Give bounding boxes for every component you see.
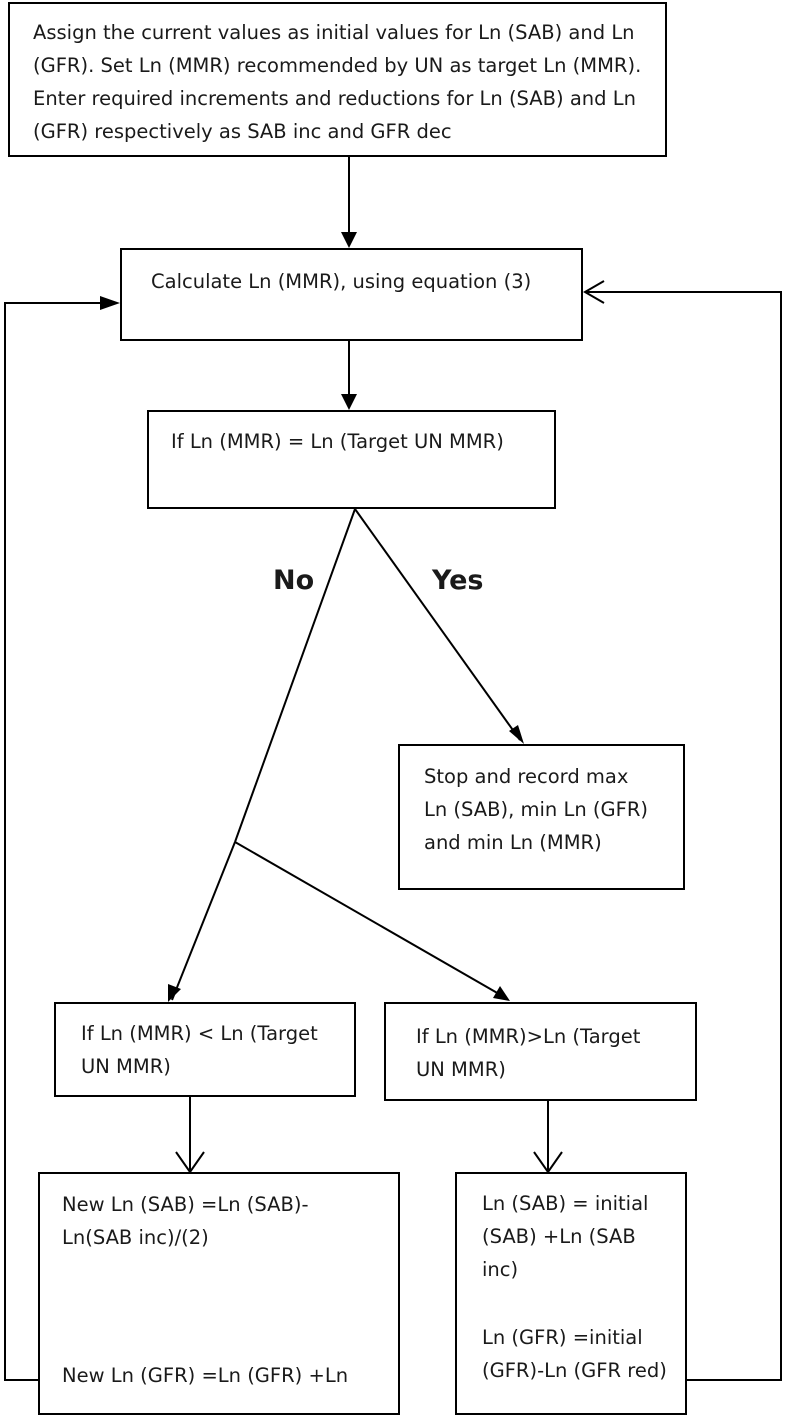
init-box: Assign the current values as initial val… (8, 2, 667, 157)
init-text: Assign the current values as initial val… (33, 21, 642, 143)
left-update-sab-text: New Ln (SAB) =Ln (SAB)- Ln(SAB inc)/(2) (62, 1193, 309, 1249)
no-label: No (273, 565, 315, 596)
stop-text: Stop and record max Ln (SAB), min Ln (GF… (424, 765, 648, 854)
line-check-to-branch (234, 508, 356, 843)
arrow-branch-to-greater (234, 841, 507, 999)
arrow-check-to-stop (354, 508, 521, 741)
left-update-box: New Ln (SAB) =Ln (SAB)- Ln(SAB inc)/(2) … (38, 1172, 400, 1415)
right-update-box: Ln (SAB) = initial (SAB) +Ln (SAB inc) L… (455, 1172, 687, 1415)
arrow-branch-to-less (171, 841, 236, 1001)
loop-left-to-calculate (4, 302, 116, 1381)
yes-label: Yes (432, 565, 484, 596)
loop-right-to-calculate (587, 291, 782, 1381)
less-than-text: If Ln (MMR) < Ln (Target UN MMR) (81, 1022, 318, 1078)
stop-box: Stop and record max Ln (SAB), min Ln (GF… (398, 744, 685, 890)
greater-than-box: If Ln (MMR)>Ln (Target UN MMR) (384, 1002, 697, 1101)
left-update-gfr-text: New Ln (GFR) =Ln (GFR) +Ln (62, 1364, 349, 1387)
greater-than-text: If Ln (MMR)>Ln (Target UN MMR) (416, 1025, 641, 1081)
less-than-box: If Ln (MMR) < Ln (Target UN MMR) (54, 1002, 356, 1097)
calculate-box: Calculate Ln (MMR), using equation (3) (120, 248, 583, 341)
right-update-gfr-text: Ln (GFR) =initial (GFR)-Ln (GFR red) (482, 1326, 667, 1382)
check-box: If Ln (MMR) = Ln (Target UN MMR) (147, 410, 556, 509)
calculate-text: Calculate Ln (MMR), using equation (3) (151, 270, 532, 293)
check-text: If Ln (MMR) = Ln (Target UN MMR) (171, 430, 504, 453)
right-update-sab-text: Ln (SAB) = initial (SAB) +Ln (SAB inc) (482, 1192, 649, 1281)
